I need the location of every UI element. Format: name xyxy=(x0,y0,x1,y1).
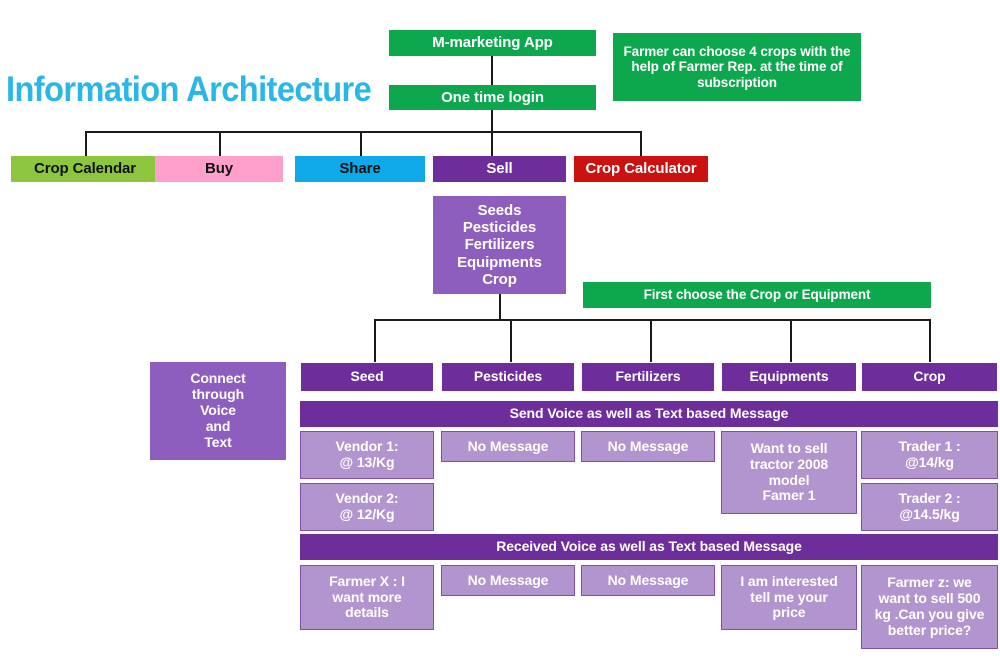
send-cell-crop-2[interactable]: Trader 2 : @14.5/kg xyxy=(861,483,998,531)
node-connect-through: Connect through Voice and Text xyxy=(150,362,286,460)
send-cell-equipments-1[interactable]: Want to sell tractor 2008 model Famer 1 xyxy=(721,431,857,514)
menu-item-crop-calculator[interactable]: Crop Calculator xyxy=(574,156,708,182)
send-cell-seed-2[interactable]: Vendor 2: @ 12/Kg xyxy=(300,483,434,531)
received-cell-seed-1[interactable]: Farmer X : I want more details xyxy=(300,565,434,630)
received-cell-fertilizers-1[interactable]: No Message xyxy=(581,565,715,596)
connector-drop-seed xyxy=(374,319,376,363)
connector-drop-share xyxy=(360,131,362,156)
connector-drop-sell xyxy=(491,131,493,156)
received-message-header: Received Voice as well as Text based Mes… xyxy=(300,534,998,560)
received-cell-crop-1[interactable]: Farmer z: we want to sell 500 kg .Can yo… xyxy=(861,565,998,649)
connector-category-bus xyxy=(374,319,931,321)
send-cell-seed-1[interactable]: Vendor 1: @ 13/Kg xyxy=(300,431,434,479)
callout-subscription: Farmer can choose 4 crops with the help … xyxy=(613,33,861,101)
received-cell-crop-1-text: Farmer z: we want to sell 500 kg .Can yo… xyxy=(874,574,985,638)
column-header-crop[interactable]: Crop xyxy=(861,362,998,392)
connector-drop-crop-calendar xyxy=(85,131,87,156)
send-cell-equipments-1-text: Want to sell tractor 2008 model Famer 1 xyxy=(749,439,829,504)
connector-drop-equipments xyxy=(790,319,792,363)
menu-item-sell[interactable]: Sell xyxy=(433,156,566,182)
column-header-seed[interactable]: Seed xyxy=(300,362,434,392)
menu-item-buy[interactable]: Buy xyxy=(155,156,283,182)
connector-main-menu-bus xyxy=(85,131,641,133)
sell-items-text: Seeds Pesticides Fertilizers Equipments … xyxy=(457,202,542,288)
column-header-fertilizers[interactable]: Fertilizers xyxy=(581,362,715,392)
callout-subscription-text: Farmer can choose 4 crops with the help … xyxy=(623,43,851,90)
send-cell-pesticides-1[interactable]: No Message xyxy=(441,431,575,462)
node-one-time-login[interactable]: One time login xyxy=(389,85,596,110)
menu-item-share[interactable]: Share xyxy=(295,156,425,182)
connector-login-to-bus xyxy=(491,110,493,132)
connector-drop-pesticides xyxy=(510,319,512,363)
send-cell-fertilizers-1[interactable]: No Message xyxy=(581,431,715,462)
column-header-equipments[interactable]: Equipments xyxy=(721,362,857,392)
send-cell-pesticides-1-text: No Message xyxy=(467,437,549,454)
page-title: Information Architecture xyxy=(6,70,372,109)
received-cell-pesticides-1[interactable]: No Message xyxy=(441,565,575,596)
received-cell-seed-1-text: Farmer X : I want more details xyxy=(329,572,405,621)
received-cell-pesticides-1-text: No Message xyxy=(467,571,549,588)
node-sell-items: Seeds Pesticides Fertilizers Equipments … xyxy=(433,196,566,294)
connect-through-text: Connect through Voice and Text xyxy=(190,370,246,450)
connector-root-to-login xyxy=(491,56,493,85)
menu-item-crop-calendar[interactable]: Crop Calendar xyxy=(11,156,159,182)
received-cell-fertilizers-1-text: No Message xyxy=(607,571,689,588)
send-cell-fertilizers-1-text: No Message xyxy=(607,437,689,454)
send-cell-seed-2-text: Vendor 2: @ 12/Kg xyxy=(335,490,399,522)
send-cell-crop-2-text: Trader 2 : @14.5/kg xyxy=(898,490,961,522)
send-cell-crop-1-text: Trader 1 : @14/kg xyxy=(898,438,961,470)
node-m-marketing-app[interactable]: M-marketing App xyxy=(389,30,596,56)
send-cell-seed-1-text: Vendor 1: @ 13/Kg xyxy=(335,438,399,470)
received-cell-equipments-1[interactable]: I am interested tell me your price xyxy=(721,565,857,630)
callout-first-choose: First choose the Crop or Equipment xyxy=(583,282,931,308)
send-message-header: Send Voice as well as Text based Message xyxy=(300,401,998,427)
connector-drop-fertilizers xyxy=(650,319,652,363)
send-cell-crop-1[interactable]: Trader 1 : @14/kg xyxy=(861,431,998,479)
connector-drop-crop xyxy=(929,319,931,363)
connector-items-to-bus xyxy=(499,294,501,320)
connector-drop-buy xyxy=(219,131,221,156)
received-cell-equipments-1-text: I am interested tell me your price xyxy=(740,572,838,621)
connector-drop-crop-calculator xyxy=(640,131,642,156)
column-header-pesticides[interactable]: Pesticides xyxy=(441,362,575,392)
